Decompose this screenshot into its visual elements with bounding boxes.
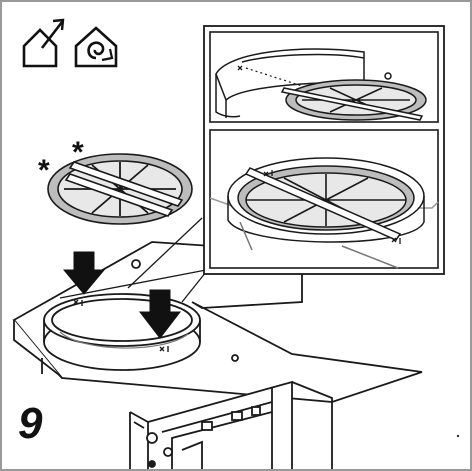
step-number: 9 <box>18 399 43 448</box>
recirculation-icon <box>74 26 118 68</box>
asterisk-marker-right: * <box>72 136 84 169</box>
grease-filter <box>47 153 193 225</box>
detail-panel-bottom <box>209 129 439 269</box>
detail-panel-top <box>209 31 439 123</box>
mounting-ring <box>43 293 201 371</box>
zoom-connector <box>59 217 207 303</box>
ducted-exhaust-icon <box>22 18 65 68</box>
speck <box>456 434 460 438</box>
push-down-arrow-icon <box>62 251 182 339</box>
asterisk-marker-left: * <box>38 154 50 187</box>
